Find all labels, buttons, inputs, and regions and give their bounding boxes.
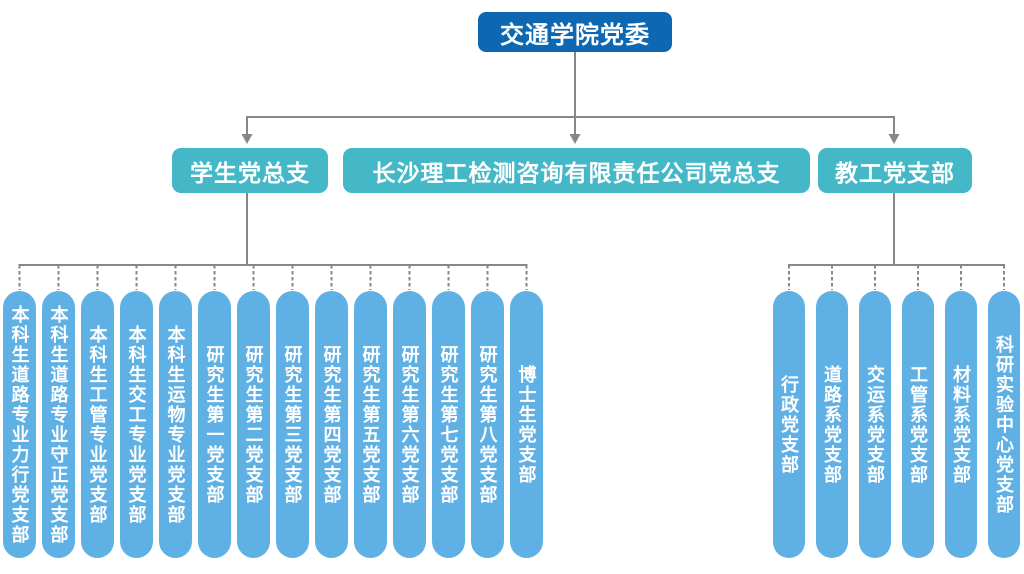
node-branch-pill: 研究生第一党支部 xyxy=(198,291,231,558)
branch-label: 本科生工管专业党支部 xyxy=(87,324,108,525)
node-branch-pill: 行政党支部 xyxy=(773,291,805,558)
branch-label: 研究生第四党支部 xyxy=(321,344,342,505)
branch-label: 本科生交工专业党支部 xyxy=(126,324,147,525)
branch-label: 工管系党支部 xyxy=(908,364,928,485)
node-branch-pill: 研究生第二党支部 xyxy=(237,291,270,558)
node-branch-pill: 科研实验中心党支部 xyxy=(988,291,1020,558)
branch-label: 材料系党支部 xyxy=(951,364,971,485)
branch-label: 本科生道路专业力行党支部 xyxy=(9,304,30,545)
node-branch-pill: 研究生第六党支部 xyxy=(393,291,426,558)
branch-label: 研究生第五党支部 xyxy=(360,344,381,505)
node-faculty-branch: 教工党支部 xyxy=(818,148,972,193)
node-student-general-branch: 学生党总支 xyxy=(172,148,328,193)
node-branch-pill: 研究生第三党支部 xyxy=(276,291,309,558)
arrowhead-faculty xyxy=(888,134,900,144)
branch-label: 博士生党支部 xyxy=(516,364,537,485)
node-branch-pill: 研究生第五党支部 xyxy=(354,291,387,558)
branch-label: 交运系党支部 xyxy=(865,364,885,485)
node-branch-pill: 研究生第七党支部 xyxy=(432,291,465,558)
arrowhead-company xyxy=(569,134,581,144)
arrowhead-student xyxy=(241,134,253,144)
node-branch-pill: 本科生道路专业力行党支部 xyxy=(3,291,36,558)
node-company-general-branch: 长沙理工检测咨询有限责任公司党总支 xyxy=(343,148,810,193)
branch-label: 道路系党支部 xyxy=(822,364,842,485)
branch-label: 研究生第八党支部 xyxy=(477,344,498,505)
node-party-committee: 交通学院党委 xyxy=(478,12,672,52)
node-branch-pill: 本科生交工专业党支部 xyxy=(120,291,153,558)
node-branch-pill: 本科生工管专业党支部 xyxy=(81,291,114,558)
node-branch-pill: 交运系党支部 xyxy=(859,291,891,558)
node-branch-pill: 研究生第八党支部 xyxy=(471,291,504,558)
node-branch-pill: 道路系党支部 xyxy=(816,291,848,558)
faculty-branch-group: 行政党支部 道路系党支部 交运系党支部 工管系党支部 材料系党支部 科研实验中心… xyxy=(773,291,1020,558)
branch-label: 研究生第一党支部 xyxy=(204,344,225,505)
branch-label: 本科生道路专业守正党支部 xyxy=(48,304,69,545)
node-branch-pill: 研究生第四党支部 xyxy=(315,291,348,558)
branch-label: 研究生第七党支部 xyxy=(438,344,459,505)
node-branch-pill: 本科生道路专业守正党支部 xyxy=(42,291,75,558)
student-branch-group: 本科生道路专业力行党支部 本科生道路专业守正党支部 本科生工管专业党支部 本科生… xyxy=(3,291,543,558)
branch-label: 科研实验中心党支部 xyxy=(994,334,1014,515)
branch-label: 本科生运物专业党支部 xyxy=(165,324,186,525)
node-branch-pill: 材料系党支部 xyxy=(945,291,977,558)
node-branch-pill: 工管系党支部 xyxy=(902,291,934,558)
node-branch-pill: 本科生运物专业党支部 xyxy=(159,291,192,558)
branch-label: 研究生第二党支部 xyxy=(243,344,264,505)
branch-label: 研究生第三党支部 xyxy=(282,344,303,505)
branch-label: 研究生第六党支部 xyxy=(399,344,420,505)
branch-label: 行政党支部 xyxy=(779,374,799,475)
node-branch-pill: 博士生党支部 xyxy=(510,291,543,558)
